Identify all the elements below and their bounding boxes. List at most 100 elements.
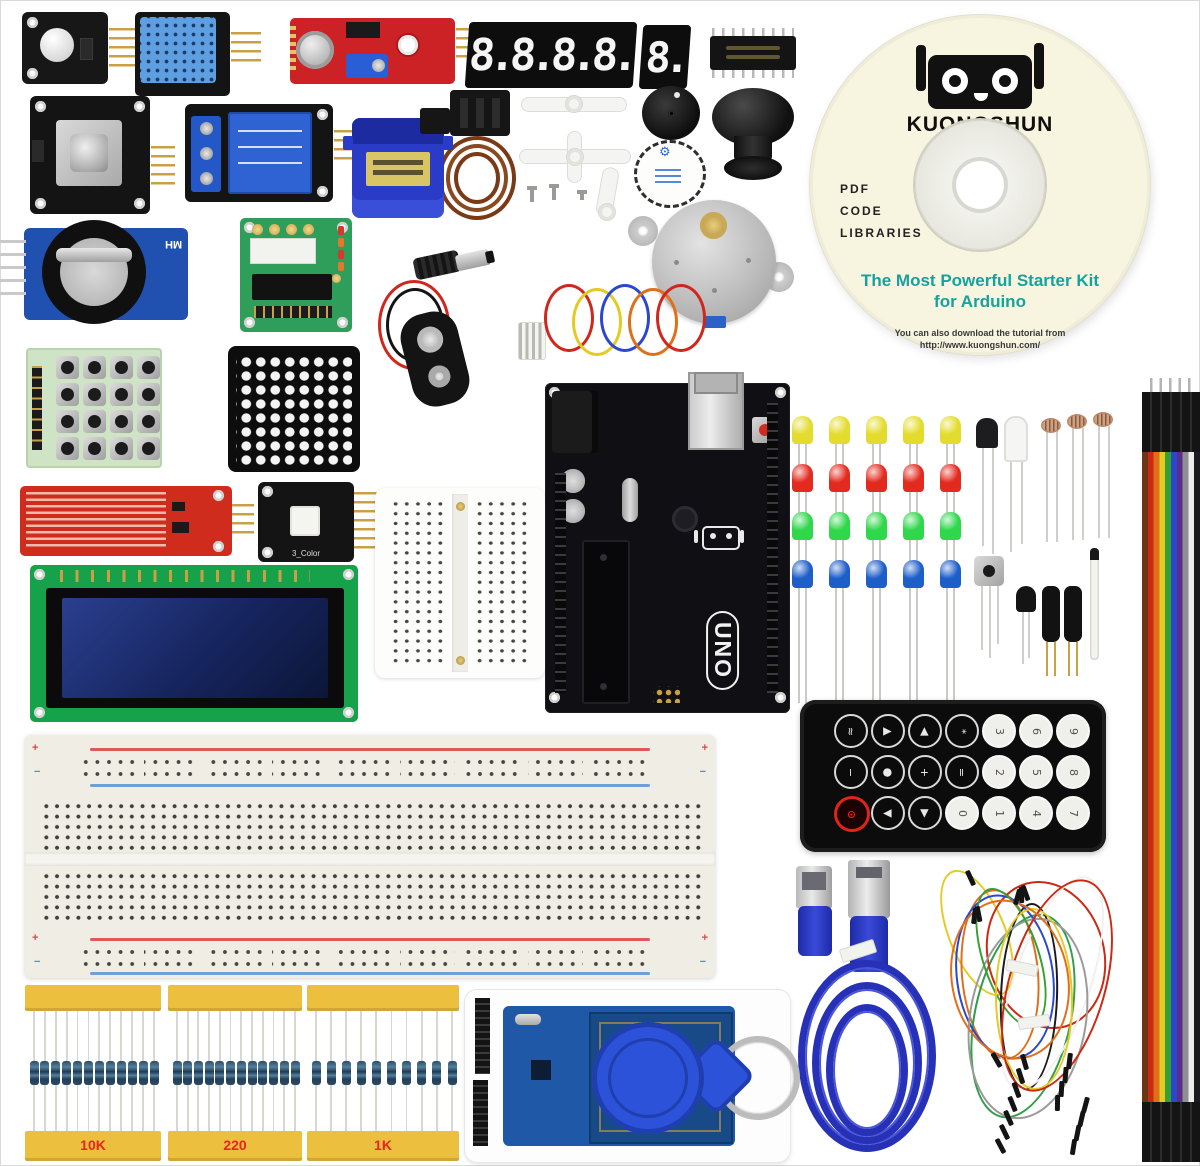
receiver-lens bbox=[983, 565, 995, 577]
resistor-tape-top bbox=[25, 985, 161, 1011]
receiver-leg bbox=[997, 586, 999, 644]
keypad-button-cap bbox=[142, 415, 155, 428]
plus-mark: + bbox=[701, 742, 708, 754]
sound-sensor-module bbox=[290, 18, 455, 84]
keypad-button-cap bbox=[115, 442, 128, 455]
ldr-leg bbox=[1098, 426, 1100, 538]
tie-points bbox=[390, 499, 446, 665]
joystick-cap-base bbox=[724, 156, 782, 180]
remote-button-light: 4 bbox=[1019, 796, 1053, 830]
uno-logo: UNO bbox=[688, 608, 758, 692]
atmega328-chip bbox=[582, 540, 630, 704]
keypad-button bbox=[83, 356, 106, 379]
servo-flange bbox=[343, 136, 353, 150]
center-channel bbox=[25, 852, 715, 866]
dc-plug-grip bbox=[412, 249, 462, 281]
mounting-hole bbox=[317, 186, 328, 197]
button-matrix-keypad bbox=[26, 348, 162, 468]
mounting-hole bbox=[549, 692, 560, 703]
button-glyph: 4 bbox=[1029, 809, 1043, 817]
minus-mark: − bbox=[699, 766, 706, 778]
tie-points-bank-b bbox=[38, 868, 702, 920]
keyfob-ring bbox=[608, 1038, 688, 1118]
servo-gearbox bbox=[420, 108, 450, 134]
cd-content-item: LIBRARIES bbox=[840, 226, 923, 240]
keypad-button-cap bbox=[115, 388, 128, 401]
led-leg bbox=[1010, 460, 1012, 552]
led-green bbox=[903, 512, 924, 540]
cd-note: You can also download the tutorial from … bbox=[810, 327, 1150, 351]
keypad-button bbox=[110, 437, 133, 460]
mounting-hole bbox=[27, 68, 38, 79]
ldr-leg bbox=[1046, 430, 1048, 542]
sticker-text-bar bbox=[655, 169, 681, 171]
button-glyph: 2 bbox=[992, 768, 1006, 776]
sticker-text-bar bbox=[655, 175, 681, 177]
resistor-body bbox=[226, 1061, 236, 1085]
usb-shield bbox=[694, 372, 738, 394]
resistor-value-label: 1K bbox=[374, 1137, 392, 1153]
button-glyph: 5 bbox=[1029, 768, 1043, 776]
resistor-tape-bottom: 220 bbox=[168, 1131, 302, 1161]
led-leg bbox=[798, 585, 800, 703]
resistor-body bbox=[311, 1061, 321, 1085]
power-analog-header bbox=[555, 473, 566, 693]
arduino-uno-board: UNO bbox=[545, 372, 790, 713]
remote-button-dark: ● bbox=[871, 755, 905, 789]
joystick-pins bbox=[151, 146, 175, 190]
keypad-button-cap bbox=[88, 361, 101, 374]
connector-slot bbox=[476, 98, 484, 128]
resistor-body bbox=[84, 1061, 94, 1085]
cable-loop bbox=[446, 144, 508, 212]
jumper-pin bbox=[1054, 1094, 1061, 1112]
uno-label: UNO bbox=[706, 610, 740, 690]
robot-pupil bbox=[999, 75, 1011, 87]
keypad-button-cap bbox=[88, 415, 101, 428]
tutorial-cd: KUONGSHUN PDF CODE LIBRARIES The Most Po… bbox=[810, 15, 1150, 355]
led-yellow bbox=[792, 416, 813, 444]
positive-rail-line bbox=[90, 938, 650, 941]
cd-content-item: PDF bbox=[840, 182, 870, 196]
button-glyph: ⊙ bbox=[845, 809, 859, 819]
led-leg bbox=[916, 585, 918, 713]
cd-title: The Most Powerful Starter Kit for Arduin… bbox=[810, 270, 1150, 312]
servo-horn-hub bbox=[599, 204, 615, 220]
header-pin-strip bbox=[473, 1080, 488, 1146]
seven-segment-1digit: 8. bbox=[638, 25, 692, 89]
connector-slot bbox=[492, 98, 500, 128]
resistor-body bbox=[29, 1061, 39, 1085]
coin-cell-holder bbox=[42, 220, 146, 324]
usb-b-slot bbox=[802, 872, 826, 890]
mounting-hole bbox=[34, 569, 45, 580]
gear-icon: ⚙ bbox=[659, 145, 671, 160]
led-leg bbox=[842, 585, 844, 713]
module-pins bbox=[109, 28, 135, 68]
terminal-screw bbox=[200, 147, 213, 160]
resistor-body bbox=[105, 1061, 115, 1085]
led-yellow bbox=[866, 416, 887, 444]
dc-plug-tip bbox=[484, 250, 496, 264]
led-green bbox=[940, 512, 961, 540]
resistor-body bbox=[279, 1061, 289, 1085]
icsp-header bbox=[653, 686, 680, 703]
mounting-hole bbox=[337, 317, 348, 328]
robot-smile bbox=[974, 93, 988, 101]
usb-cable-coil bbox=[794, 960, 936, 1164]
sensor-dome bbox=[40, 28, 74, 62]
positive-rail-line bbox=[90, 748, 650, 751]
led-leg bbox=[872, 585, 874, 703]
resistor-body bbox=[356, 1061, 366, 1085]
motor-wire-tab bbox=[704, 316, 726, 328]
keypad-button bbox=[56, 437, 79, 460]
segment-digit: 8. bbox=[643, 32, 686, 82]
chip-notch bbox=[600, 554, 607, 561]
breadboard-channel bbox=[452, 494, 468, 672]
connector-slot bbox=[460, 98, 468, 128]
resistor-body bbox=[204, 1061, 214, 1085]
rainbow-ribbon-cable bbox=[1142, 452, 1200, 1104]
button-glyph: * bbox=[955, 728, 969, 734]
snap-stud bbox=[414, 323, 446, 356]
button-glyph: + bbox=[918, 767, 932, 777]
led-leg bbox=[879, 585, 881, 713]
